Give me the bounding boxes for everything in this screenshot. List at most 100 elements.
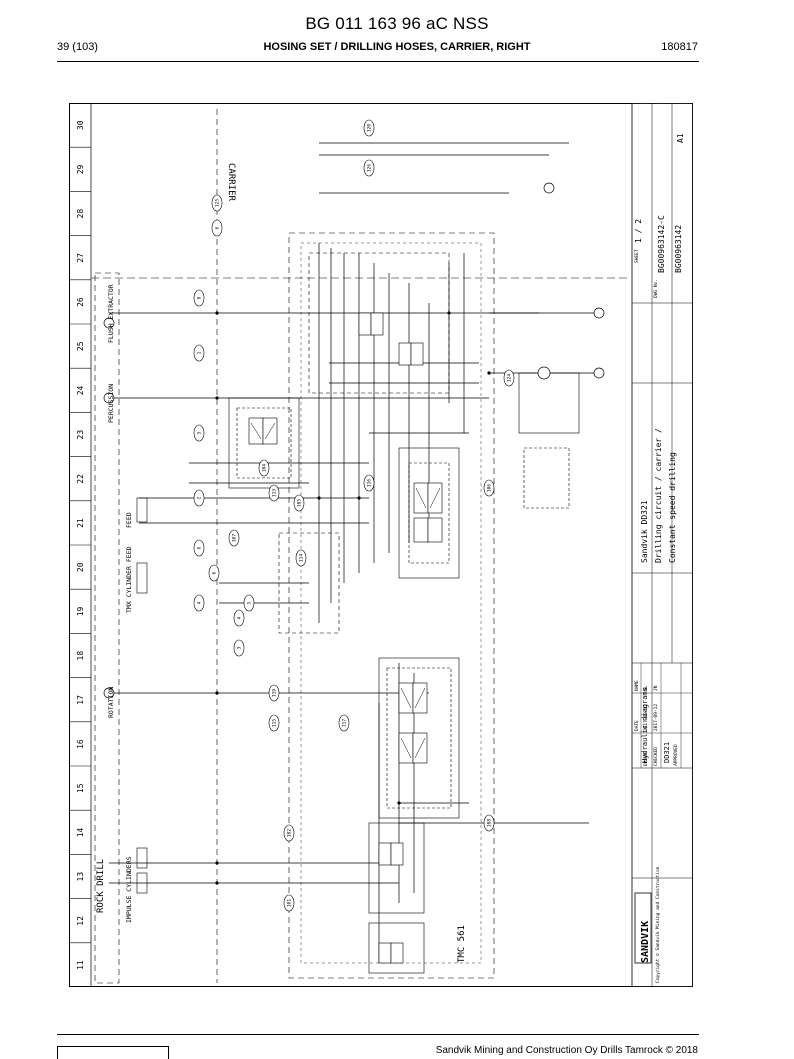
section-title: HOSING SET / DRILLING HOSES, CARRIER, RI… <box>263 41 531 53</box>
zone-tmc-label: TMC 561 <box>457 925 467 963</box>
tb-checked-name: JN <box>653 685 659 691</box>
spool-arrows <box>250 422 441 759</box>
zone-rock-drill-label: ROCK DRILL <box>96 859 106 913</box>
hose-bubble: 115 <box>268 714 280 732</box>
grid-column-number: 13 <box>76 872 85 882</box>
hose-bubble: 101 <box>283 894 295 912</box>
hose-bubble-label: 124 <box>507 374 513 382</box>
hose-bubble-label: 120 <box>367 124 373 132</box>
hose-bubble-label: 126 <box>367 164 373 172</box>
hose-bubble-label: 105 <box>297 499 303 507</box>
hose-bubble-label: 125 <box>215 199 221 207</box>
hose-bubble-label: 104 <box>262 464 268 472</box>
hose-bubble: 3 <box>233 639 245 657</box>
hose-bubble-label: 1 <box>197 351 203 354</box>
grid-column-number: 25 <box>76 341 85 351</box>
hose-bubble-label: 119 <box>272 689 278 697</box>
header-rule <box>57 61 699 62</box>
tb-model: DD321 <box>663 742 671 763</box>
hose-bubble-label: 116 <box>367 479 373 487</box>
hose-bubble: 117 <box>338 714 350 732</box>
hose-bubble: 124 <box>503 369 515 387</box>
hose-bubble: 125 <box>211 194 223 212</box>
hose-bubble: 6 <box>208 564 220 582</box>
grid-column-number: 16 <box>76 739 85 749</box>
hose-bubble: 6 <box>211 219 223 237</box>
tb-product: Sandvik DD321 <box>640 500 649 563</box>
tb-diagram-type: Hydraulic diagrams <box>641 687 649 763</box>
tb-dwg-label: DWG No. <box>653 279 659 298</box>
hose-bubble-label: 5 <box>197 431 203 434</box>
grid-column-number: 11 <box>76 960 85 970</box>
zone-carrier-label: CARRIER <box>226 163 236 202</box>
hose-bubble: 116 <box>363 474 375 492</box>
cylinders <box>136 497 148 894</box>
hose-bubble: 113 <box>268 484 280 502</box>
tb-checked: CHECKED <box>653 747 659 766</box>
tb-name-label: NAME <box>634 680 640 691</box>
hose-bubble-label: 6 <box>212 571 218 574</box>
label-feed: FEED <box>125 512 133 528</box>
hose-bubble: 6 <box>193 539 205 557</box>
grid-column-number: 18 <box>76 651 85 661</box>
tb-description-2: Constant speed drilling <box>668 452 677 563</box>
tb-drawing-no: BG00963142-C <box>657 215 666 273</box>
tb-sheet-label: SHEET <box>634 249 640 263</box>
hose-bubble: 4 <box>193 594 205 612</box>
hose-bubble-label: 106 <box>487 484 493 492</box>
label-impulse-cylinders: IMPULSE CYLINDERS <box>125 856 133 923</box>
hose-bubble-label: 115 <box>272 719 278 727</box>
hose-bubble: 1 <box>193 344 205 362</box>
hose-bubble: 114 <box>295 549 307 567</box>
grid-column-number: 23 <box>76 430 85 440</box>
label-percussion: PERCUSSION <box>107 384 115 423</box>
hose-bubble-label: 4 <box>237 616 243 619</box>
hose-bubble-label: 107 <box>232 534 238 542</box>
tb-drawn-date: 2017-09-12 <box>643 704 649 731</box>
grid-column-number: 27 <box>76 253 85 263</box>
hose-bubble: 5 <box>193 424 205 442</box>
tb-drawn: DRAWN <box>643 752 649 766</box>
hose-bubble-label: 5 <box>247 601 253 604</box>
tb-drawn-name: NL <box>643 685 649 691</box>
hose-bubble: 104 <box>258 459 270 477</box>
junction-dots <box>215 311 491 885</box>
hose-bubble-label: 101 <box>287 899 293 907</box>
hose-bubble: 4 <box>233 609 245 627</box>
grid-column-number: 28 <box>76 209 85 219</box>
hose-bubble: 108 <box>483 814 495 832</box>
grid-column-number: 15 <box>76 783 85 793</box>
valve-blocks <box>228 252 580 974</box>
grid-column-number: 26 <box>76 297 85 307</box>
hose-bubble: 9 <box>193 289 205 307</box>
label-flush-extractor: FLUSH EXTRACTOR <box>107 284 115 343</box>
hose-bubble: 126 <box>363 159 375 177</box>
hydraulic-lines <box>109 142 599 963</box>
grid-column-number: 14 <box>76 827 85 837</box>
hose-bubble-label: 6 <box>215 226 221 229</box>
hose-bubble: 5 <box>243 594 255 612</box>
hose-bubble-label: 108 <box>487 819 493 827</box>
tb-copyright: Copyright © Sandvik Mining and Construct… <box>655 866 661 983</box>
hose-bubble-label: 4 <box>197 601 203 604</box>
grid-column-number: 24 <box>76 385 85 395</box>
tb-checked-date: 2017-09-12 <box>653 704 659 731</box>
hose-bubble: 119 <box>268 684 280 702</box>
hose-bubble: 2 <box>193 489 205 507</box>
footer-rule <box>57 1034 699 1035</box>
label-feed-cylinder: TMX CYLINDER FEED <box>125 546 133 613</box>
hose-bubble-label: 117 <box>342 719 348 727</box>
grid-column-number: 22 <box>76 474 85 484</box>
hose-bubble: 107 <box>228 529 240 547</box>
diagram-frame <box>69 103 693 987</box>
tb-date-label: DATE <box>634 720 640 731</box>
grid-column-number: 17 <box>76 695 85 705</box>
page-number: 39 (103) <box>57 41 98 53</box>
hose-bubble-label: 2 <box>197 496 203 499</box>
hose-bubble-label: 114 <box>299 554 305 562</box>
hose-bubble: 106 <box>483 479 495 497</box>
tb-drawing-no-2: BG00963142 <box>674 225 683 273</box>
hose-bubble-label: 113 <box>272 489 278 497</box>
